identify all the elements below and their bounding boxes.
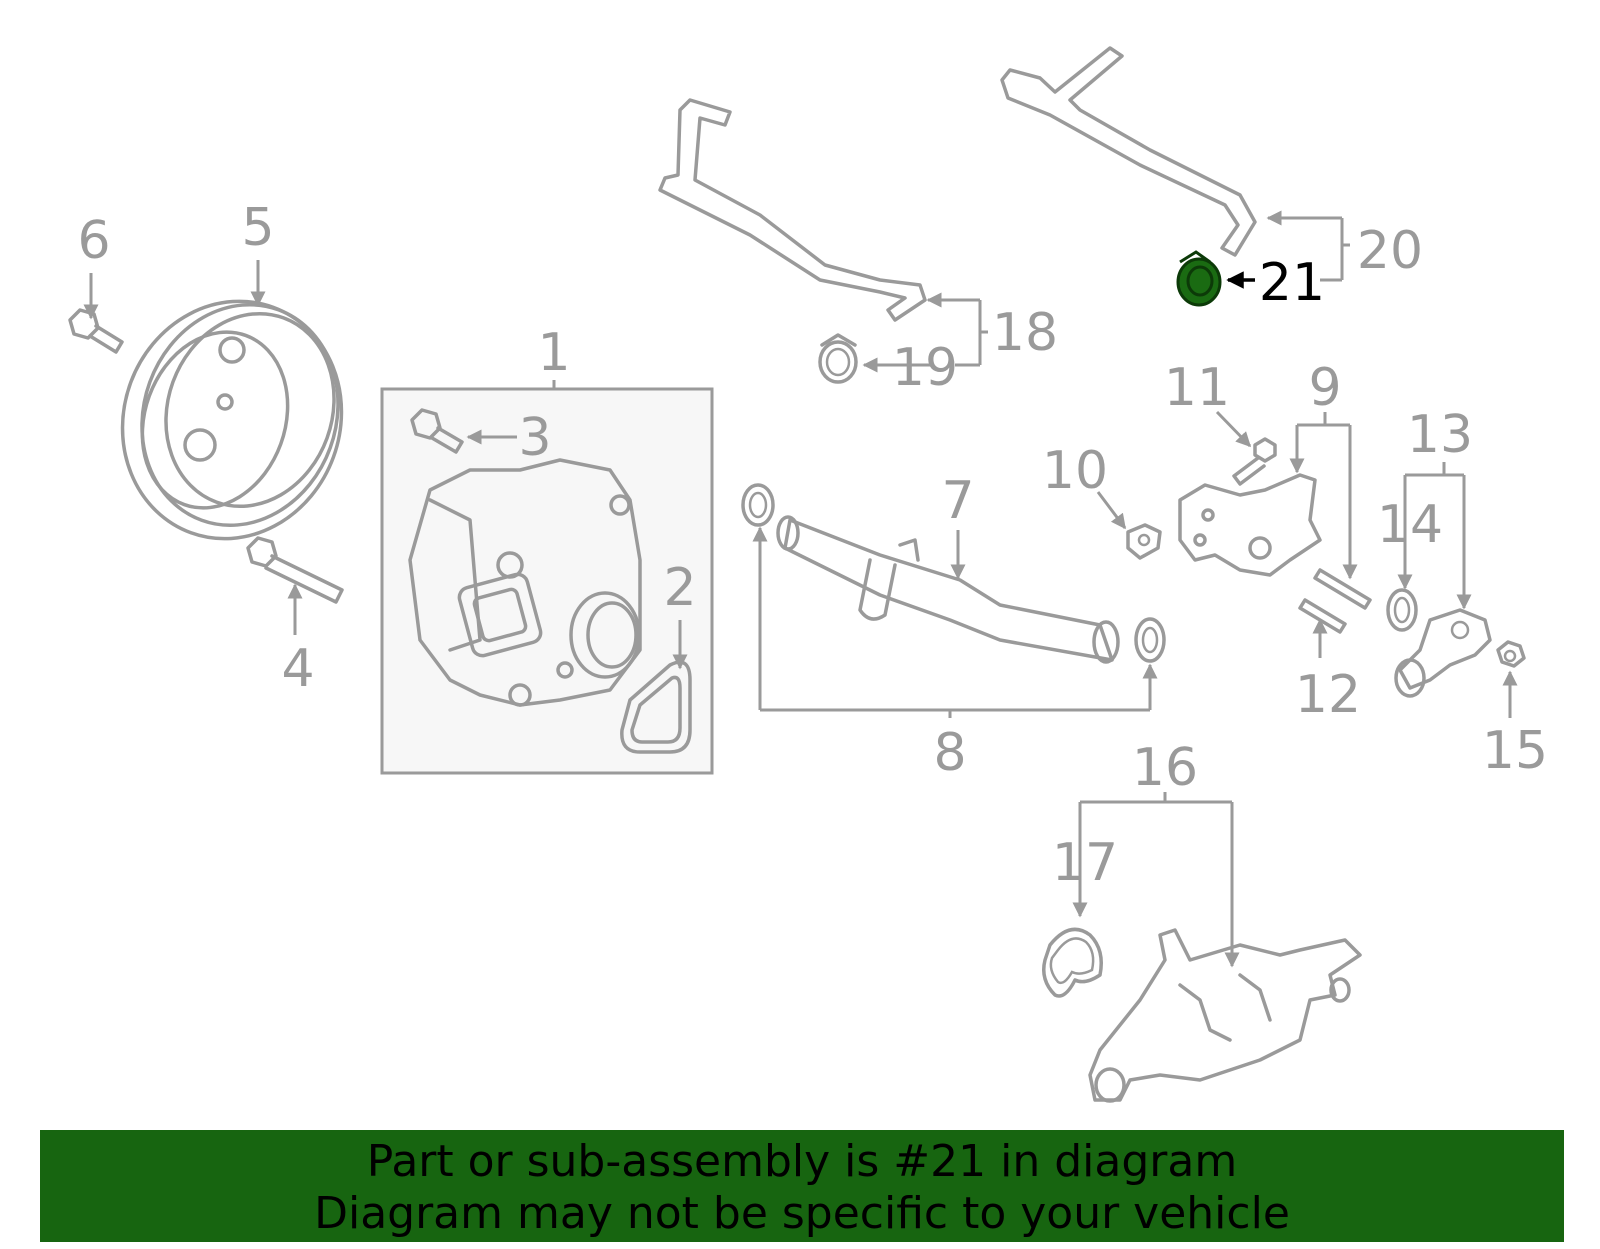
stud-12 <box>1298 568 1372 634</box>
callout-4: 4 <box>281 639 314 699</box>
clamp-19 <box>818 333 858 384</box>
banner-line-2: Diagram may not be specific to your vehi… <box>314 1188 1290 1239</box>
callout-2: 2 <box>663 558 696 618</box>
callout-3: 3 <box>518 408 551 468</box>
callout-8: 8 <box>933 723 966 783</box>
bolt-6 <box>68 308 124 354</box>
callout-19: 19 <box>892 338 958 398</box>
bolt-3 <box>410 408 464 454</box>
leader-lines <box>83 210 1518 968</box>
callout-17: 17 <box>1052 833 1118 893</box>
hose-18 <box>658 98 927 322</box>
callout-15: 15 <box>1482 721 1548 781</box>
callout-5: 5 <box>241 198 274 258</box>
o-ring-8a <box>741 483 775 527</box>
callout-14: 14 <box>1377 495 1443 555</box>
o-ring-8b <box>1134 617 1166 663</box>
bolt-11 <box>1232 437 1277 486</box>
thermostat-housing-9 <box>1178 473 1322 577</box>
assembly-box-1 <box>380 387 714 775</box>
hose-20 <box>1000 46 1257 257</box>
callout-6: 6 <box>77 211 110 271</box>
callout-10: 10 <box>1042 441 1108 501</box>
callout-11: 11 <box>1164 358 1230 418</box>
water-pump <box>408 458 642 707</box>
callout-20: 20 <box>1357 221 1423 281</box>
callout-18: 18 <box>992 303 1058 363</box>
callout-1: 1 <box>537 323 570 383</box>
callout-21: 21 <box>1259 253 1325 313</box>
callout-12: 12 <box>1295 665 1361 725</box>
outlet-13 <box>1394 608 1492 698</box>
callout-9: 9 <box>1308 358 1341 418</box>
housing-16 <box>1088 928 1362 1103</box>
banner-line-1: Part or sub-assembly is #21 in diagram <box>366 1136 1238 1187</box>
callout-7: 7 <box>941 471 974 531</box>
pulley <box>120 299 344 541</box>
gasket-17 <box>1042 927 1103 998</box>
o-ring-14 <box>1386 588 1418 632</box>
water-pipe <box>776 515 1120 664</box>
callout-13: 13 <box>1407 405 1473 465</box>
gasket-10 <box>1126 523 1162 560</box>
callout-16: 16 <box>1132 738 1198 798</box>
clamp-21-highlighted <box>1176 250 1222 307</box>
nut-15 <box>1496 640 1526 668</box>
info-banner: Part or sub-assembly is #21 in diagram D… <box>40 1130 1564 1242</box>
